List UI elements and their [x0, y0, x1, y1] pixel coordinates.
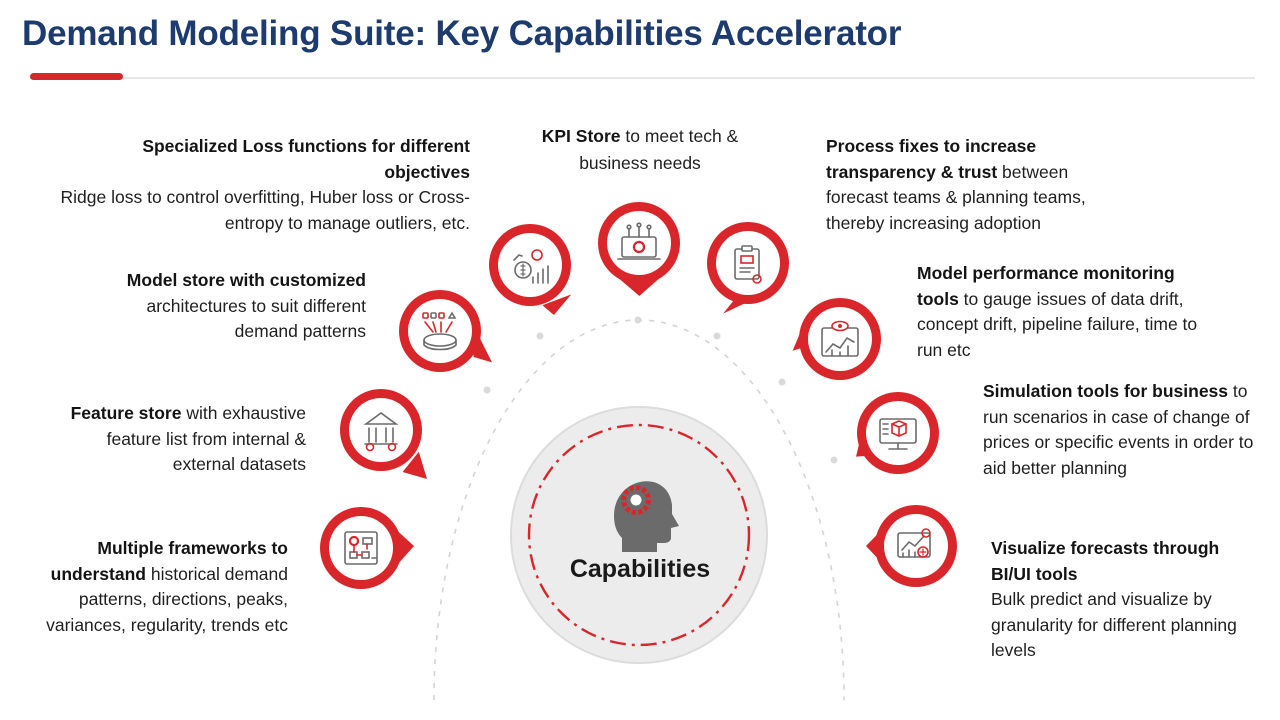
- pin-process-fixes: [707, 222, 789, 314]
- caption-monitoring-text: to gauge issues of data drift, concept d…: [917, 288, 1198, 360]
- title-accent-bar: [30, 73, 123, 80]
- caption-simulation-title: Simulation tools for business: [983, 381, 1229, 401]
- caption-feature-store-title: Feature store: [70, 403, 182, 423]
- pin-monitoring: [792, 298, 881, 380]
- caption-loss-functions: Specialized Loss functions for different…: [60, 134, 470, 236]
- caption-feature-store: Feature store with exhaustive feature li…: [50, 401, 306, 478]
- hub-label: Capabilities: [569, 555, 711, 583]
- page-title: Demand Modeling Suite: Key Capabilities …: [22, 14, 902, 53]
- caption-model-store-text: architectures to suit different demand p…: [146, 295, 366, 342]
- caption-feature-store-text: with exhaustive feature list from intern…: [106, 403, 306, 474]
- model-store-icon: [422, 311, 457, 351]
- arc-dots: [483, 316, 838, 464]
- caption-loss-functions-text: Ridge loss to control overfitting, Huber…: [60, 187, 470, 233]
- caption-process-fixes-text: between forecast teams & planning teams,…: [826, 161, 1086, 233]
- caption-loss-functions-title: Specialized Loss functions for different…: [142, 136, 470, 182]
- kpi-store-icon: [617, 222, 661, 260]
- hub-dashed-ring: [527, 423, 751, 647]
- caption-frameworks-title: Multiple frameworks to understand: [50, 538, 288, 584]
- caption-process-fixes: Process fixes to increase transparency &…: [826, 134, 1126, 236]
- frameworks-icon: [344, 531, 378, 565]
- caption-kpi-store-text: to meet tech & business needs: [579, 126, 739, 173]
- caption-visualize-text: Bulk predict and visualize by granularit…: [991, 589, 1237, 660]
- visualize-icon: [897, 528, 931, 558]
- pin-model-store: [399, 290, 492, 372]
- pin-kpi-store: [598, 202, 680, 296]
- pin-visualize: [866, 505, 957, 587]
- title-divider: [30, 77, 1255, 79]
- caption-frameworks-text: historical demand patterns, directions, …: [46, 563, 288, 635]
- loss-functions-icon: [513, 249, 549, 284]
- pin-loss-functions: [489, 224, 572, 315]
- caption-kpi-store: KPI Store to meet tech & business needs: [515, 123, 765, 177]
- feature-store-icon: [363, 412, 399, 452]
- caption-model-store-title: Model store with customized: [126, 270, 366, 290]
- pin-feature-store: [340, 389, 427, 479]
- caption-model-store: Model store with customized architecture…: [96, 268, 366, 345]
- caption-process-fixes-title: Process fixes to increase transparency &…: [826, 136, 1037, 182]
- caption-simulation-text: to run scenarios in case of change of pr…: [983, 381, 1254, 478]
- caption-kpi-store-title: KPI Store: [541, 126, 621, 146]
- simulation-icon: [879, 418, 917, 450]
- caption-frameworks: Multiple frameworks to understand histor…: [40, 536, 288, 638]
- caption-visualize-title: Visualize forecasts through BI/UI tools: [991, 538, 1220, 584]
- caption-simulation: Simulation tools for business to run sce…: [983, 379, 1268, 481]
- pin-simulation: [856, 392, 939, 474]
- gear-head-icon: [614, 481, 679, 552]
- pin-frameworks: [320, 507, 414, 589]
- process-fixes-icon: [734, 245, 762, 284]
- caption-monitoring-title: Model performance monitoring tools: [917, 263, 1175, 309]
- monitoring-icon: [821, 320, 859, 357]
- caption-monitoring: Model performance monitoring tools to ga…: [917, 261, 1207, 363]
- caption-visualize: Visualize forecasts through BI/UI tools …: [991, 536, 1251, 664]
